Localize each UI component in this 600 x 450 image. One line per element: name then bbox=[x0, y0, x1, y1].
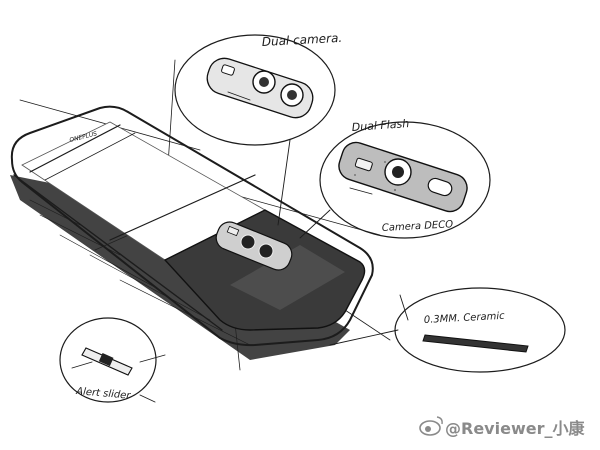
alert-slider-part bbox=[81, 347, 133, 376]
camera-deco-plate bbox=[338, 141, 468, 213]
ceramic-callout: 0.3MM. Ceramic bbox=[329, 287, 566, 373]
label-camera-deco: Camera DECO bbox=[382, 219, 454, 234]
label-dual-flash: Dual Flash bbox=[351, 117, 409, 134]
label-ceramic: 0.3MM. Ceramic bbox=[424, 311, 506, 326]
label-alert-slider: Alert slider bbox=[75, 386, 132, 402]
watermark: @Reviewer_小康 bbox=[419, 416, 585, 438]
camera-deco-callout: Dual Flash Camera DECO bbox=[319, 117, 491, 239]
dual-camera-lens-unit bbox=[206, 57, 314, 119]
label-dual-camera: Dual camera. bbox=[261, 31, 342, 49]
alert-slider-callout: Alert slider bbox=[59, 317, 166, 403]
phone-body: ONEPLUS bbox=[10, 105, 374, 360]
weibo-icon bbox=[419, 416, 443, 436]
dual-camera-callout: Dual camera. bbox=[174, 31, 343, 146]
leader-lines bbox=[277, 139, 331, 239]
watermark-handle: @Reviewer_小康 bbox=[445, 419, 585, 438]
rear-camera-module bbox=[215, 221, 293, 271]
